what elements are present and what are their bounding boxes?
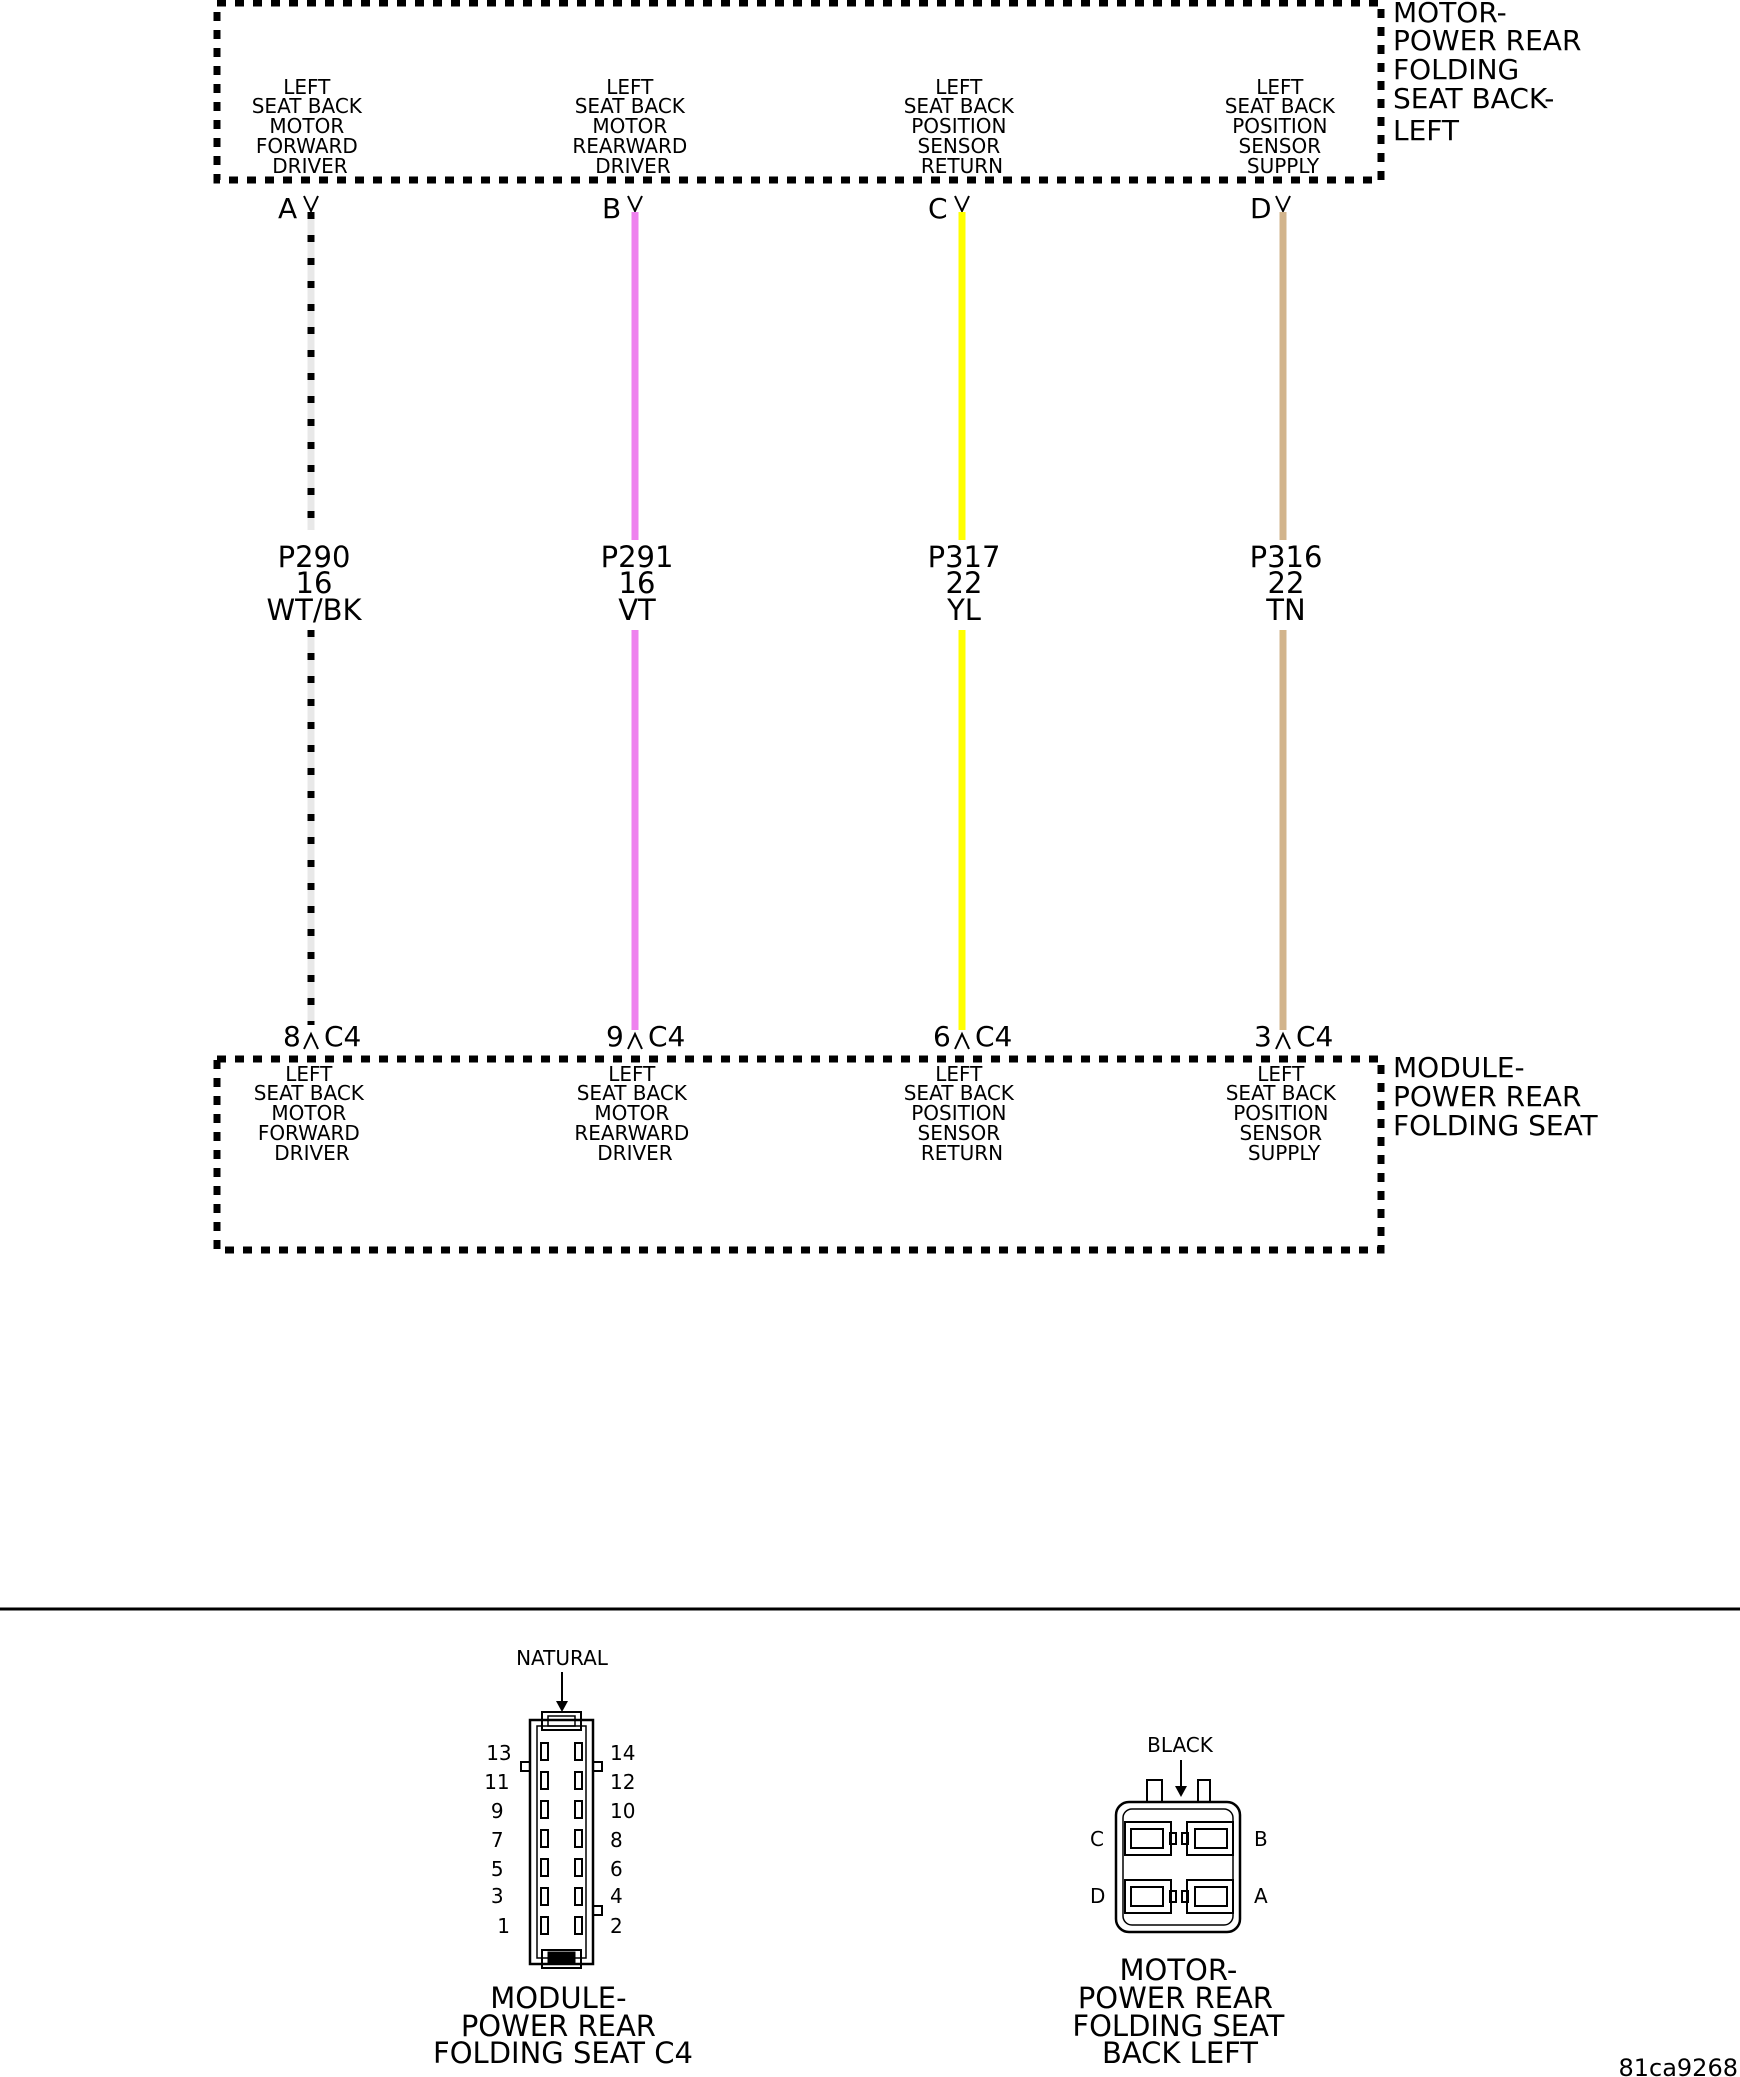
pin-label-b: B <box>1254 1827 1268 1851</box>
cavity-1 <box>540 1916 549 1935</box>
cavity-6 <box>574 1858 583 1877</box>
wire-gauge: 16 <box>619 566 656 600</box>
pin-label-d: D <box>1090 1884 1105 1908</box>
bottom-connector-id: C4 <box>648 1020 685 1053</box>
cavity-12 <box>574 1771 583 1790</box>
circuit-number: P291 <box>601 540 674 574</box>
bottom-pin-chevron <box>1275 1031 1291 1050</box>
bottom-pin-chevron <box>954 1031 970 1050</box>
cavity-11 <box>540 1771 549 1790</box>
arrow-head <box>556 1701 568 1712</box>
circuit-p290: LEFT SEAT BACK MOTOR FORWARD DRIVER A P2… <box>252 75 371 1165</box>
top-pin-letter: C <box>928 192 948 225</box>
arrow-head <box>1175 1786 1187 1797</box>
bottom-pin-chevron <box>303 1031 319 1050</box>
top-pin-chevron <box>627 195 643 214</box>
bottom-pin-number: 3 <box>1254 1020 1272 1053</box>
cavity-13 <box>540 1742 549 1761</box>
connector-housing-inner <box>1122 1808 1234 1926</box>
circuit-number: P317 <box>928 540 1001 574</box>
bottom-connector-id: C4 <box>1296 1020 1333 1053</box>
bottom-pin-function-label: LEFT SEAT BACK POSITION SENSOR SUPPLY <box>1226 1062 1343 1165</box>
right-key-lower <box>592 1905 603 1916</box>
top-pin-chevron <box>954 195 970 214</box>
terminal-c <box>1124 1821 1177 1856</box>
connector-caption: MOTOR- POWER REAR FOLDING SEAT BACK LEFT <box>1072 1953 1293 2070</box>
connector-housing <box>528 1718 595 1966</box>
bottom-pin-function-label: LEFT SEAT BACK MOTOR REARWARD DRIVER <box>574 1062 695 1165</box>
right-key <box>592 1761 603 1772</box>
cavity-7 <box>540 1829 549 1848</box>
connector-color-label: NATURAL <box>516 1646 609 1670</box>
cavity-4 <box>574 1887 583 1906</box>
circuit-p317: LEFT SEAT BACK POSITION SENSOR RETURN C … <box>904 75 1021 1165</box>
wire-color-code: VT <box>618 593 656 627</box>
connector-c4-face-view: NATURAL <box>433 1646 693 2070</box>
bottom-pin-chevron <box>627 1031 643 1050</box>
cavity-14 <box>574 1742 583 1761</box>
cavity-10 <box>574 1800 583 1819</box>
right-pin-numbers: 14 12 10 8 6 4 2 <box>610 1741 642 1938</box>
wire-color-code: WT/BK <box>266 593 362 627</box>
connector-color-label: BLACK <box>1147 1733 1214 1757</box>
circuit-p316: LEFT SEAT BACK POSITION SENSOR SUPPLY D … <box>1225 75 1343 1165</box>
pin-label-a: A <box>1254 1884 1268 1908</box>
left-key <box>520 1761 531 1772</box>
pin-cavities <box>540 1742 583 1935</box>
cavity-2 <box>574 1916 583 1935</box>
wire-color-code: YL <box>946 593 981 627</box>
connector-motor-face-view: BLACK C B D A <box>1072 1733 1293 2070</box>
terminal-d <box>1124 1879 1177 1914</box>
top-pin-letter: D <box>1250 192 1272 225</box>
bottom-latch-inner <box>547 1951 576 1965</box>
wire-gauge: 22 <box>1268 566 1305 600</box>
terminal-b <box>1181 1821 1234 1856</box>
connector-housing <box>1114 1800 1242 1934</box>
top-pin-function-label: LEFT SEAT BACK MOTOR FORWARD DRIVER <box>252 75 369 178</box>
bottom-connector-id: C4 <box>324 1020 361 1053</box>
bottom-pin-function-label: LEFT SEAT BACK POSITION SENSOR RETURN <box>904 1062 1021 1165</box>
bottom-latch <box>541 1949 582 1969</box>
top-pin-letter: A <box>278 192 297 225</box>
figure-id: 81ca9268 <box>1618 2054 1738 2077</box>
cavity-5 <box>540 1858 549 1877</box>
top-pin-letter: B <box>602 192 621 225</box>
circuit-number: P290 <box>278 540 351 574</box>
top-pin-chevron <box>1275 195 1291 214</box>
top-pin-chevron <box>303 195 319 214</box>
pin-label-c: C <box>1090 1827 1104 1851</box>
motor-component-box <box>213 0 1385 184</box>
top-tab-right <box>1197 1779 1211 1803</box>
left-pin-numbers: 13 11 9 7 5 3 1 <box>484 1741 518 1938</box>
top-tab-left <box>1146 1779 1163 1803</box>
cavity-9 <box>540 1800 549 1819</box>
wire-color-code: TN <box>1265 593 1305 627</box>
top-pin-function-label: LEFT SEAT BACK POSITION SENSOR SUPPLY <box>1225 75 1342 178</box>
connector-caption: MODULE- POWER REAR FOLDING SEAT C4 <box>433 1981 693 2070</box>
cavity-3 <box>540 1887 549 1906</box>
circuit-number: P316 <box>1250 540 1323 574</box>
module-component-name: MODULE- POWER REAR FOLDING SEAT <box>1393 1051 1599 1142</box>
wire-gauge: 22 <box>946 566 983 600</box>
terminal-a <box>1181 1879 1234 1914</box>
cavity-8 <box>574 1829 583 1848</box>
top-latch <box>541 1711 582 1731</box>
bottom-pin-function-label: LEFT SEAT BACK MOTOR FORWARD DRIVER <box>254 1062 371 1165</box>
motor-component-name: MOTOR- POWER REAR FOLDING SEAT BACK- LEF… <box>1393 0 1590 147</box>
module-component-box <box>213 1055 1385 1254</box>
bottom-pin-number: 8 <box>283 1020 301 1053</box>
bottom-connector-id: C4 <box>975 1020 1012 1053</box>
bottom-pin-number: 9 <box>606 1020 624 1053</box>
top-latch-inner <box>547 1715 576 1727</box>
circuit-p291: LEFT SEAT BACK MOTOR REARWARD DRIVER B P… <box>572 75 695 1165</box>
wire-gauge: 16 <box>296 566 333 600</box>
bottom-pin-number: 6 <box>933 1020 951 1053</box>
top-pin-function-label: LEFT SEAT BACK POSITION SENSOR RETURN <box>904 75 1021 178</box>
top-pin-function-label: LEFT SEAT BACK MOTOR REARWARD DRIVER <box>572 75 693 178</box>
